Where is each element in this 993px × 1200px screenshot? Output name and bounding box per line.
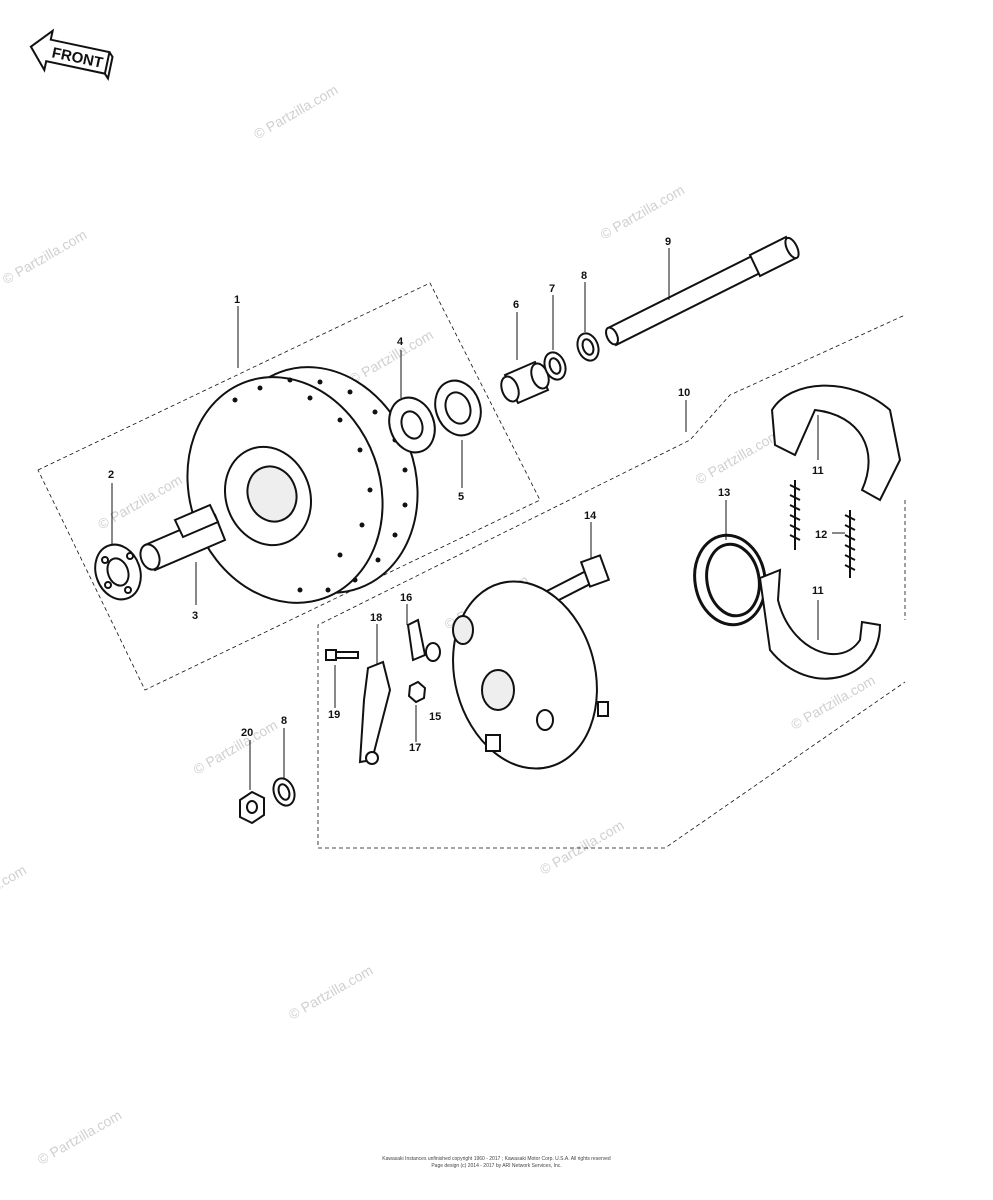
callout-6: 6 <box>513 299 519 311</box>
callout-18: 18 <box>370 612 382 624</box>
watermark: © Partzilla.com <box>537 817 627 878</box>
watermark: © Partzilla.com <box>251 81 341 142</box>
spring-left[interactable] <box>789 480 801 550</box>
callout-12: 12 <box>815 529 827 541</box>
callout-19: 19 <box>328 709 340 721</box>
callout-17: 17 <box>409 742 421 754</box>
watermark: © Partzilla.com <box>346 326 436 387</box>
bearing-right[interactable] <box>382 391 442 459</box>
callout-9: 9 <box>665 236 671 248</box>
callout-13: 13 <box>718 487 730 499</box>
watermark: © Partzilla.com <box>0 226 89 287</box>
axle[interactable] <box>604 235 802 347</box>
nut-small[interactable] <box>407 680 427 704</box>
callout-16: 16 <box>400 592 412 604</box>
callout-10: 10 <box>678 387 690 399</box>
hub-group-outline <box>37 282 541 691</box>
axle-sleeve[interactable] <box>137 503 227 572</box>
callout-3: 3 <box>192 610 198 622</box>
leader-lines <box>111 248 845 790</box>
axle-nut[interactable] <box>239 790 265 825</box>
callout-7: 7 <box>549 283 555 295</box>
watermark: © Partzilla.com <box>597 181 687 242</box>
callouts: 1 2 3 4 5 6 7 8 9 10 11 11 12 13 14 15 1… <box>108 236 827 754</box>
wheel-hub[interactable] <box>156 339 448 630</box>
callout-1: 1 <box>234 294 240 306</box>
copyright-line-2: Page design (c) 2014 - 2017 by ARI Netwo… <box>431 1163 562 1169</box>
brake-shoe-top[interactable] <box>770 384 902 502</box>
watermarks: © Partzilla.com © Partzilla.com © Partzi… <box>0 81 878 1168</box>
brake-group-outline <box>317 314 906 845</box>
group-outlines <box>37 282 906 849</box>
callout-4: 4 <box>397 336 404 348</box>
brake-panel[interactable] <box>433 565 617 785</box>
watermark: © Partzilla.com <box>286 962 376 1023</box>
callout-14: 14 <box>584 510 597 522</box>
watermark: © Partzilla.com <box>693 427 783 488</box>
callout-11-bottom: 11 <box>812 585 824 597</box>
bearing-left[interactable] <box>88 538 148 606</box>
ring[interactable] <box>541 349 569 382</box>
wear-indicator[interactable] <box>406 618 441 662</box>
callout-8-bottom: 8 <box>281 715 287 727</box>
callout-2: 2 <box>108 469 114 481</box>
watermark: © Partzilla.com <box>190 717 280 778</box>
washer-top[interactable] <box>574 330 602 363</box>
callout-5: 5 <box>458 491 464 503</box>
callout-15: 15 <box>429 711 441 723</box>
copyright-line-1: Kawasaki Instances unfinished copyright … <box>382 1156 611 1162</box>
callout-20: 20 <box>241 727 253 739</box>
bolt[interactable] <box>325 649 359 661</box>
watermark: © Partzilla.com <box>0 862 29 923</box>
callout-8-top: 8 <box>581 270 587 282</box>
brake-cam[interactable] <box>543 554 611 606</box>
spring-right[interactable] <box>844 510 856 578</box>
watermark: © Partzilla.com <box>788 672 878 733</box>
washer-bottom[interactable] <box>270 775 298 808</box>
cam-lever[interactable] <box>358 660 392 765</box>
oil-seal[interactable] <box>428 374 488 442</box>
front-arrow-icon: FRONT <box>29 28 114 81</box>
collar[interactable] <box>498 360 552 405</box>
seal-ring[interactable] <box>688 530 773 631</box>
callout-11-top: 11 <box>812 465 824 477</box>
copyright-footer: Kawasaki Instances unfinished copyright … <box>0 1156 993 1170</box>
brake-shoe-bottom[interactable] <box>758 568 882 680</box>
brake-group-outline-bottom <box>318 681 906 849</box>
